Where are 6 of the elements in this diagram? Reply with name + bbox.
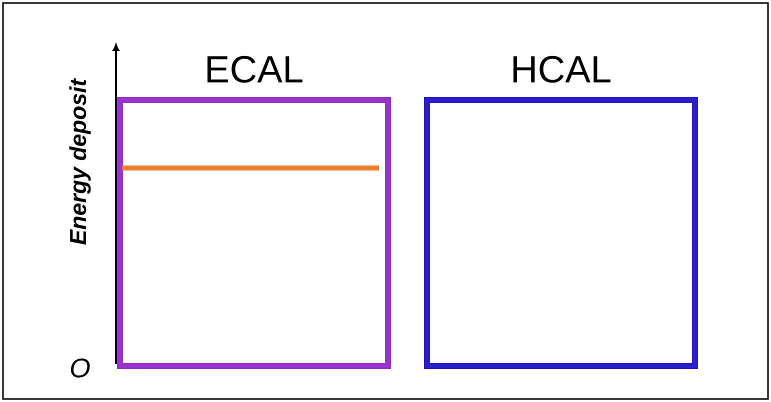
axis-label: Energy deposit	[69, 78, 91, 245]
node-label: HCAL	[513, 56, 610, 83]
calorimeter-box: HCAL	[424, 56, 698, 369]
calorimeter-box: ECAL	[117, 56, 391, 369]
node-label: ECAL	[207, 56, 302, 83]
origin-label: O	[70, 358, 90, 378]
